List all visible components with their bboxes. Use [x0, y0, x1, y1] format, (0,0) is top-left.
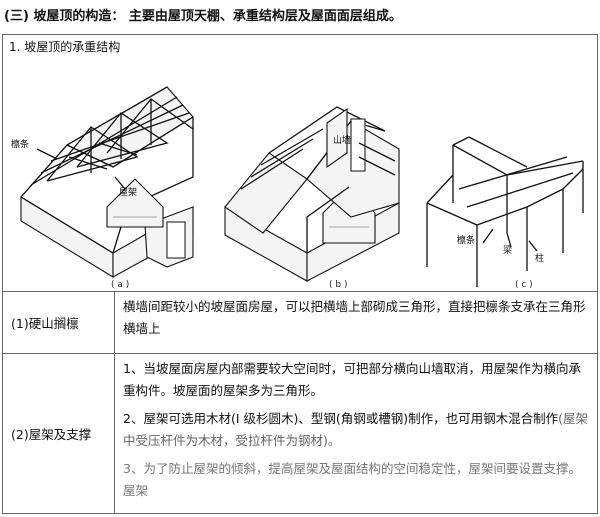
- diagram-a: 檩条 屋架 ( a ): [11, 86, 194, 289]
- content-table: 1. 坡屋顶的承重结构: [2, 34, 598, 514]
- label-purlin-a: 檩条: [11, 138, 29, 150]
- caption-b: ( b ): [329, 280, 347, 289]
- paragraph-2: 2、屋架可选用木材(I 级杉圆木)、型钢(角钢或槽钢)制作，也可用钢木混合制作(…: [123, 408, 589, 452]
- row-text-truss: 1、当坡屋面房屋内部需要较大空间时，可把部分横向山墙取消，用屋架作为横向承重构件…: [114, 353, 598, 514]
- diagram-c: 檩条 梁 柱 ( c ): [426, 136, 584, 289]
- paragraph-3: 3、为了防止屋架的倾斜，提高屋架及屋面结构的空间稳定性，屋架间要设置支撑。屋架: [123, 461, 581, 498]
- caption-c: ( c ): [515, 280, 533, 289]
- section-title: (三) 坡屋顶的构造： 主要由屋顶天棚、承重结构层及屋面面层组成。: [4, 9, 402, 24]
- label-column-c: 柱: [535, 252, 544, 264]
- label-gable-b: 山墙: [333, 134, 351, 146]
- figure-cell: 1. 坡屋顶的承重结构: [2, 34, 598, 292]
- row-text-hard-gable: 横墙间距较小的坡屋面房屋，可以把横墙上部砌成三角形，直接把檩条支承在三角形横墙上: [114, 291, 598, 354]
- label-purlin-c: 檩条: [457, 234, 475, 246]
- paragraph-2-note: (屋架中受压杆件为木材，受拉杆件为钢材)。: [123, 411, 589, 448]
- caption-a: ( a ): [111, 280, 129, 289]
- table-row: (1)硬山搁檩 横墙间距较小的坡屋面房屋，可以把横墙上部砌成三角形，直接把檩条支…: [2, 291, 598, 354]
- row-label-hard-gable: (1)硬山搁檩: [2, 291, 115, 354]
- paragraph-1: 1、当坡屋面房屋内部需要较大空间时，可把部分横向山墙取消，用屋架作为横向承重构件…: [123, 361, 581, 398]
- diagram-b: 山墙 ( b ): [224, 106, 400, 289]
- paragraph-2-main: 2、屋架可选用木材(I 级杉圆木)、型钢(角钢或槽钢)制作，也可用钢木混合制作: [123, 411, 559, 426]
- roof-structure-illustration: 檩条 屋架 ( a ): [11, 86, 584, 289]
- row-label-truss: (2)屋架及支撑: [2, 353, 115, 514]
- label-beam-c: 梁: [503, 244, 512, 256]
- figure-heading: 1. 坡屋顶的承重结构: [9, 40, 121, 54]
- label-truss-a: 屋架: [119, 187, 137, 198]
- table-row: (2)屋架及支撑 1、当坡屋面房屋内部需要较大空间时，可把部分横向山墙取消，用屋…: [2, 353, 598, 514]
